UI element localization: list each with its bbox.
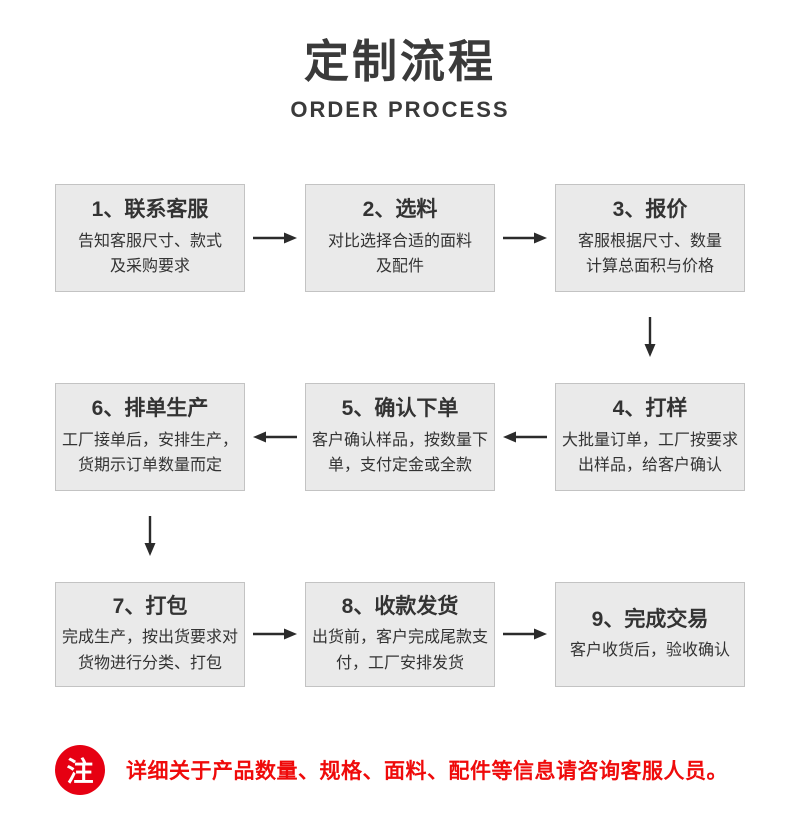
step-1-title: 1、联系客服 xyxy=(91,198,209,222)
step-9-desc: 客户收货后，验收确认 xyxy=(569,641,730,659)
step-5-desc: 客户确认样品，按数量下 单，支付定金或全款 xyxy=(311,431,488,475)
step-4-desc: 大批量订单，工厂按要求 出样品，给客户确认 xyxy=(561,431,738,475)
step-2-desc: 对比选择合适的面料 及配件 xyxy=(327,232,472,276)
step-7-title: 7、打包 xyxy=(112,594,188,618)
step-6-title: 6、排单生产 xyxy=(91,397,209,421)
step-9-title: 9、完成交易 xyxy=(591,607,709,631)
step-8-title: 8、收款发货 xyxy=(341,594,459,618)
arrow-step4-to-step5 xyxy=(495,383,555,491)
step-box-4: 4、打样 大批量订单，工厂按要求 出样品，给客户确认 xyxy=(555,382,745,491)
page-title: 定制流程 xyxy=(303,36,496,87)
arrow-left-icon xyxy=(253,431,297,443)
step-box-2: 2、选料 对比选择合适的面料 及配件 xyxy=(305,183,495,292)
step-5-title: 5、确认下单 xyxy=(341,397,459,421)
arrow-down-icon xyxy=(644,317,656,358)
arrow-right-icon xyxy=(503,628,547,640)
arrow-right-icon xyxy=(253,628,297,640)
arrow-right-icon xyxy=(253,232,297,244)
step-box-1: 1、联系客服 告知客服尺寸、款式 及采购要求 xyxy=(55,183,245,292)
arrow-left-icon xyxy=(503,431,547,443)
step-2-title: 2、选料 xyxy=(362,198,438,222)
step-1-desc: 告知客服尺寸、款式 及采购要求 xyxy=(77,232,222,276)
step-box-8: 8、收款发货 出货前，客户完成尾款支 付，工厂安排发货 xyxy=(305,581,495,687)
page-subtitle: ORDER PROCESS xyxy=(290,97,510,123)
note-badge-icon: 注 xyxy=(55,744,105,795)
step-box-7: 7、打包 完成生产，按出货要求对 货物进行分类、打包 xyxy=(55,581,245,687)
arrow-down-icon xyxy=(144,516,156,557)
arrow-right-icon xyxy=(503,232,547,244)
step-box-6: 6、排单生产 工厂接单后，安排生产， 货期示订单数量而定 xyxy=(55,382,245,491)
step-box-5: 5、确认下单 客户确认样品，按数量下 单，支付定金或全款 xyxy=(305,382,495,491)
arrow-step3-to-step4 xyxy=(555,292,745,383)
arrow-step5-to-step6 xyxy=(245,383,305,491)
arrow-step2-to-step3 xyxy=(495,184,555,292)
arrow-step6-to-step7 xyxy=(55,491,245,582)
note-text: 详细关于产品数量、规格、面料、配件等信息请咨询客服人员。 xyxy=(126,759,728,783)
step-3-title: 3、报价 xyxy=(612,198,688,222)
arrow-step7-to-step8 xyxy=(245,582,305,687)
step-7-desc: 完成生产，按出货要求对 货物进行分类、打包 xyxy=(61,629,238,672)
step-3-desc: 客服根据尺寸、数量 计算总面积与价格 xyxy=(577,232,722,276)
footer-note: 注 详细关于产品数量、规格、面料、配件等信息请咨询客服人员。 xyxy=(55,744,745,795)
step-box-9: 9、完成交易 客户收货后，验收确认 xyxy=(555,581,745,687)
step-box-3: 3、报价 客服根据尺寸、数量 计算总面积与价格 xyxy=(555,183,745,292)
arrow-step1-to-step2 xyxy=(245,184,305,292)
step-8-desc: 出货前，客户完成尾款支 付，工厂安排发货 xyxy=(311,629,488,672)
arrow-step8-to-step9 xyxy=(495,582,555,687)
page-header: 定制流程 ORDER PROCESS xyxy=(0,0,800,124)
process-flow-diagram: 1、联系客服 告知客服尺寸、款式 及采购要求 2、选料 对比选择合适的面料 及配… xyxy=(55,183,745,687)
step-6-desc: 工厂接单后，安排生产， 货期示订单数量而定 xyxy=(61,431,238,475)
step-4-title: 4、打样 xyxy=(612,397,688,421)
